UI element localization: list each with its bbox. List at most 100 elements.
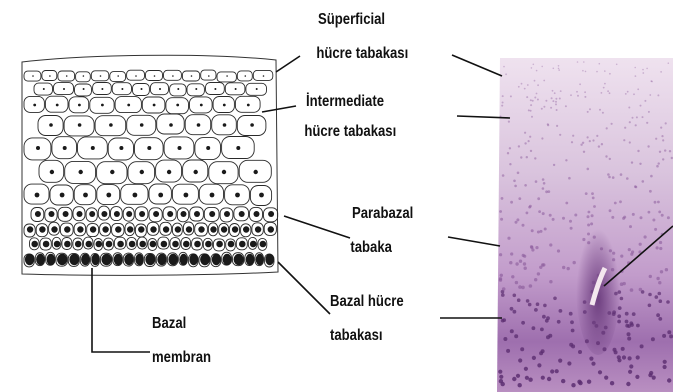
histology-nucleus bbox=[533, 64, 535, 66]
histology-nucleus bbox=[656, 277, 659, 280]
histology-nucleus bbox=[510, 329, 514, 333]
drawn-nucleus bbox=[101, 88, 103, 90]
drawn-nucleus bbox=[245, 75, 247, 77]
label-bazal-line2: tabakası bbox=[330, 326, 404, 346]
histology-nucleus bbox=[499, 210, 502, 213]
histology-nucleus bbox=[629, 121, 631, 123]
histology-nucleus bbox=[571, 329, 575, 333]
histology-nucleus bbox=[669, 150, 671, 152]
histology-nucleus bbox=[669, 334, 673, 338]
drawn-nucleus bbox=[223, 123, 227, 127]
histology-nucleus bbox=[658, 292, 662, 296]
label-superficial-line2: hücre tabakası bbox=[316, 44, 408, 64]
histology-nucleus bbox=[524, 267, 527, 270]
histology-nucleus bbox=[661, 135, 663, 137]
drawn-nucleus bbox=[178, 146, 182, 150]
histology-nucleus bbox=[632, 312, 636, 316]
histology-nucleus bbox=[587, 136, 589, 138]
drawn-nucleus bbox=[250, 123, 254, 127]
drawn-nucleus bbox=[49, 123, 53, 127]
histology-nucleus bbox=[601, 143, 603, 145]
label-intermediate: İntermediate hücre tabakası bbox=[306, 92, 396, 142]
histology-nucleus bbox=[601, 92, 603, 94]
drawn-nucleus bbox=[172, 75, 174, 77]
histology-nucleus bbox=[542, 187, 545, 190]
drawn-nucleus bbox=[147, 146, 151, 150]
histology-nucleus bbox=[649, 190, 652, 193]
histology-nucleus bbox=[629, 364, 633, 368]
histology-nucleus bbox=[519, 260, 522, 263]
histology-nucleus bbox=[646, 122, 648, 124]
drawn-nucleus bbox=[110, 170, 114, 174]
drawn-nucleus bbox=[246, 254, 254, 265]
histology-nucleus bbox=[651, 337, 655, 341]
histology-nucleus bbox=[501, 319, 505, 323]
histology-nucleus bbox=[587, 168, 590, 171]
drawn-nucleus bbox=[194, 170, 198, 174]
histology-nucleus bbox=[620, 297, 624, 301]
histology-nucleus bbox=[608, 176, 611, 179]
histology-nucleus bbox=[650, 175, 653, 178]
drawn-nucleus bbox=[101, 104, 104, 107]
histology-nucleus bbox=[562, 266, 565, 269]
histology-nucleus bbox=[662, 158, 664, 160]
histology-nucleus bbox=[657, 94, 659, 96]
histology-nucleus bbox=[658, 317, 662, 321]
drawn-nucleus bbox=[25, 254, 34, 265]
drawn-nucleus bbox=[209, 211, 215, 217]
histology-nucleus bbox=[639, 288, 643, 292]
histology-nucleus bbox=[565, 202, 568, 205]
histology-nucleus bbox=[578, 350, 582, 354]
histology-nucleus bbox=[620, 173, 623, 176]
histology-nucleus bbox=[637, 88, 639, 90]
histology-nucleus bbox=[612, 176, 615, 179]
drawn-nucleus bbox=[117, 75, 119, 77]
histology-nucleus bbox=[534, 157, 536, 159]
drawn-nucleus bbox=[114, 211, 120, 217]
histology-nucleus bbox=[531, 116, 533, 118]
drawn-nucleus bbox=[161, 241, 168, 248]
histology-nucleus bbox=[632, 117, 634, 119]
drawn-nucleus bbox=[194, 211, 200, 217]
drawn-nucleus bbox=[250, 241, 257, 248]
histology-nucleus bbox=[607, 90, 609, 92]
histology-nucleus bbox=[559, 309, 563, 313]
drawn-nucleus bbox=[239, 211, 245, 217]
histology-nucleus bbox=[536, 302, 540, 306]
drawn-nucleus bbox=[183, 241, 190, 248]
histology-nucleus bbox=[546, 335, 550, 339]
drawn-nucleus bbox=[81, 254, 90, 265]
histology-nucleus bbox=[510, 201, 513, 204]
histology-nucleus bbox=[609, 158, 611, 160]
histology-nucleus bbox=[630, 323, 634, 327]
histology-nucleus bbox=[532, 100, 534, 102]
drawn-nucleus bbox=[216, 241, 223, 248]
drawn-nucleus bbox=[139, 211, 145, 217]
histology-nucleus bbox=[550, 107, 552, 109]
histology-nucleus bbox=[631, 161, 633, 163]
drawn-nucleus bbox=[235, 193, 240, 198]
histology-nucleus bbox=[526, 96, 528, 98]
drawn-nucleus bbox=[198, 226, 204, 232]
histology-nucleus bbox=[560, 90, 562, 92]
histology-nucleus bbox=[628, 107, 630, 109]
histology-nucleus bbox=[622, 217, 625, 220]
drawn-nucleus bbox=[234, 254, 244, 265]
histology-nucleus bbox=[667, 330, 671, 334]
histology-nucleus bbox=[584, 91, 586, 93]
histology-nucleus bbox=[518, 86, 520, 88]
histology-nucleus bbox=[522, 224, 525, 227]
histology-nucleus bbox=[514, 334, 518, 338]
drawn-nucleus bbox=[51, 226, 57, 232]
histology-nucleus bbox=[553, 68, 555, 70]
histology-nucleus bbox=[636, 355, 640, 359]
histology-nucleus bbox=[665, 268, 668, 271]
histology-nucleus bbox=[655, 138, 657, 140]
drawn-nucleus bbox=[206, 146, 210, 150]
histology-nucleus bbox=[544, 228, 547, 231]
histology-nucleus bbox=[625, 93, 627, 95]
drawn-nucleus bbox=[33, 104, 36, 107]
histology-nucleus bbox=[649, 94, 651, 96]
histology-nucleus bbox=[632, 213, 635, 216]
histology-nucleus bbox=[659, 299, 663, 303]
